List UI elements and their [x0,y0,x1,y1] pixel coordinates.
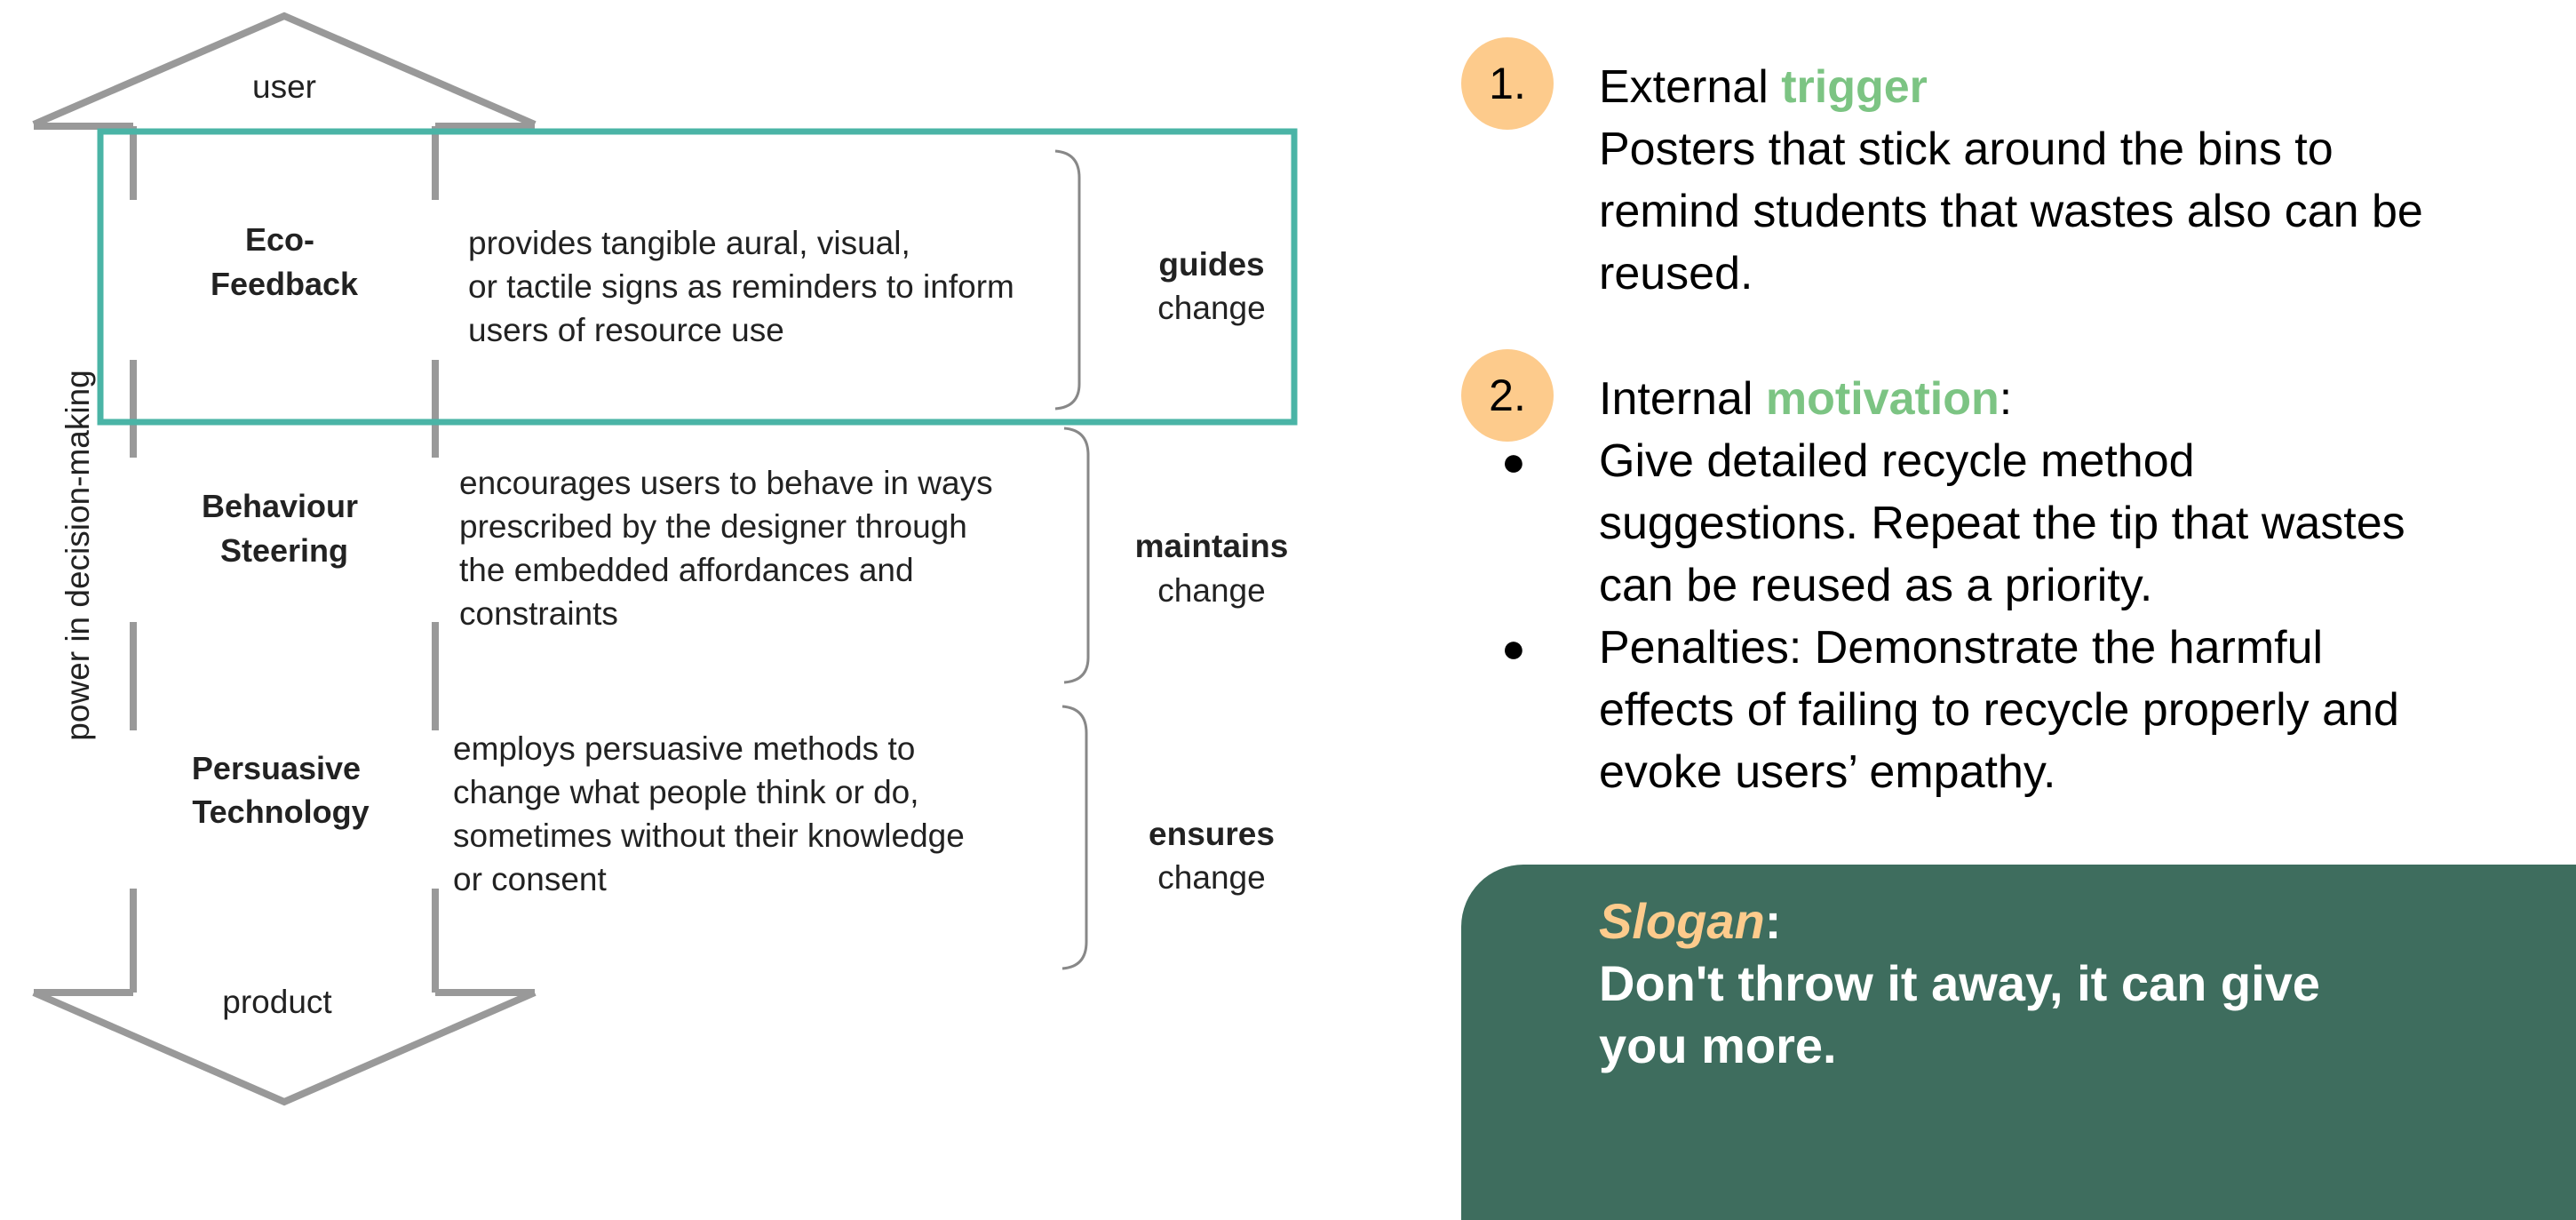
row-description-line: or tactile signs as reminders to inform [468,268,1014,305]
bullet-line: Give detailed recycle method [1599,435,2195,487]
row-description: employs persuasive methods to change wha… [453,730,974,897]
row-description-line: sometimes without their knowledge [453,817,965,854]
slogan-line: you more. [1599,1017,1837,1073]
row-verb: guides [1158,246,1264,283]
heading-highlight: motivation [1765,373,2000,425]
top-label-user: user [252,68,316,105]
heading-prefix: Internal [1599,373,1766,425]
bottom-label-product: product [222,984,332,1020]
row-title-line: Behaviour [202,488,358,524]
behaviour-change-diagram: user product power in decision-making Ec… [32,12,1298,1106]
step-number: 2. [1489,371,1526,420]
heading-prefix: External [1599,61,1782,113]
heading-highlight: trigger [1781,61,1928,113]
row-description: provides tangible aural, visual, or tact… [468,225,1023,348]
row-title-line: Technology [192,793,369,830]
point-body-line: remind students that wastes also can be [1599,186,2423,237]
row-change: change [1157,290,1265,326]
row-description-line: constraints [459,595,618,632]
row-title: Persuasive Technology [192,750,370,830]
step-number: 1. [1489,59,1526,108]
row-description-line: the embedded affordances and [459,552,914,588]
top-arrowhead [32,12,537,128]
point-body-line: Posters that stick around the bins to [1599,124,2334,175]
row-brace [1061,705,1088,970]
row-title: Behaviour Steering [202,488,367,569]
row-description-line: employs persuasive methods to [453,730,915,767]
row-title-line: Eco- [245,221,314,258]
point-external-trigger: External trigger Posters that stick arou… [1599,56,2532,305]
slogan-label: Slogan [1599,893,1765,949]
row-verb: ensures [1149,816,1275,852]
bullet-line: evoke users’ empathy. [1599,746,2056,798]
point-heading: Internal motivation: [1599,368,2532,430]
row-title-line: Feedback [211,266,359,302]
slogan-text: Slogan: Don't throw it away, it can give… [1599,890,2487,1077]
bullet-line: effects of failing to recycle properly a… [1599,684,2399,736]
row-description-line: encourages users to behave in ways [459,465,993,501]
bottom-arrowhead [32,989,537,1106]
row-brace [1063,427,1090,684]
point-heading: External trigger [1599,56,2532,118]
bullet-line: Penalties: Demonstrate the harmful [1599,622,2324,674]
point-body-line: reused. [1599,248,1753,299]
highlight-frame [97,128,1298,426]
heading-suffix: : [1999,373,2013,425]
slogan-colon: : [1764,893,1782,949]
point-internal-motivation: Internal motivation: Give detailed recyc… [1599,368,2532,803]
step-number-badge: 2. [1461,349,1554,442]
row-description: encourages users to behave in ways presc… [459,465,1002,632]
row-change: change [1157,572,1265,609]
row-description-line: or consent [453,861,607,897]
bullet-line: can be reused as a priority. [1599,560,2153,611]
row-brace [1054,149,1081,411]
slogan-heading: Slogan: [1599,890,2487,953]
row-change: change [1157,859,1265,896]
bullet-dot-icon: ● [1501,438,1526,484]
row-description-line: change what people think or do, [453,774,919,810]
row-title-line: Steering [220,532,348,569]
slogan-line: Don't throw it away, it can give [1599,955,2320,1011]
step-number-badge: 1. [1461,37,1554,130]
axis-label: power in decision-making [60,370,96,740]
row-title-line: Persuasive [192,750,361,786]
bullet-line: suggestions. Repeat the tip that wastes [1599,498,2405,549]
row-title: Eco- Feedback [211,221,359,302]
row-description-line: prescribed by the designer through [459,508,967,545]
row-description-line: provides tangible aural, visual, [468,225,910,261]
bullet-dot-icon: ● [1501,625,1526,671]
slogan-panel [1461,865,2576,1220]
row-description-line: users of resource use [468,312,784,348]
row-verb: maintains [1135,528,1289,564]
